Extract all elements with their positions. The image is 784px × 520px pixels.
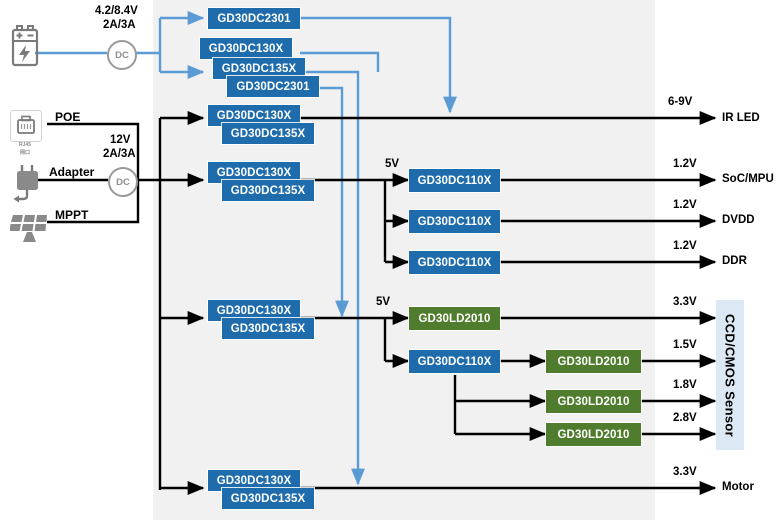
dc-symbol: DC [116,176,130,188]
output-load-soc-mpu: SoC/MPU [722,173,774,185]
converter-box-2301-s2[interactable]: GD30DC2301 [227,76,319,97]
source-label-poe: POE [55,110,81,124]
output-load-ddr: DDR [722,255,747,267]
output-voltage-sensor-28: 2.8V [673,412,697,424]
converter-box-110x-d[interactable]: GD30DC110X [409,350,500,373]
ccd-cmos-sensor-block: CCD/CMOS Sensor [716,300,744,450]
ldo-box-2010-main[interactable]: GD30LD2010 [409,307,500,330]
battery-icon [10,24,40,73]
output-voltage-ddr: 1.2V [673,240,697,252]
output-voltage-ir-led: 6-9V [668,96,693,108]
rj45-sub-top: RJ45 [19,142,31,148]
converter-box-110x-c[interactable]: GD30DC110X [409,251,500,274]
power-adapter-icon [12,163,46,208]
output-voltage-motor: 3.3V [673,466,697,478]
converter-box-135x-s3[interactable]: GD30DC135X [222,123,314,144]
rail-label-5v-bottom: 5V [376,296,391,308]
rj45-icon [10,110,42,142]
ldo-box-2010-b[interactable]: GD30LD2010 [546,390,641,413]
converter-box-135x-s6[interactable]: GD30DC135X [222,488,314,509]
input-rating-current: 2A/3A [103,148,136,160]
converter-box-135x-s5[interactable]: GD30DC135X [222,318,314,339]
converter-box-110x-a[interactable]: GD30DC110X [409,169,500,192]
output-voltage-soc-mpu: 1.2V [673,158,697,170]
ldo-box-2010-c[interactable]: GD30LD2010 [546,423,641,446]
converter-box-2301-top[interactable]: GD30DC2301 [208,8,300,29]
converter-box-130x-s2[interactable]: GD30DC130X [200,38,292,59]
output-load-motor: Motor [722,481,754,493]
source-label-adapter: Adapter [49,165,95,179]
sensor-block-label: CCD/CMOS Sensor [722,313,738,437]
output-load-dvdd: DVDD [722,214,755,226]
rail-label-5v-top: 5V [385,158,400,170]
output-voltage-sensor-15: 1.5V [673,339,697,351]
ldo-box-2010-a[interactable]: GD30LD2010 [546,350,641,373]
solar-panel-icon [9,209,50,250]
input-dc-converter: DC [108,167,138,197]
output-voltage-sensor-33: 3.3V [673,296,697,308]
converter-box-135x-s2[interactable]: GD30DC135X [213,58,305,79]
converter-box-130x-s3[interactable]: GD30DC130X [208,105,300,126]
converter-box-130x-s5[interactable]: GD30DC130X [208,300,300,321]
output-voltage-dvdd: 1.2V [673,199,697,211]
converter-box-130x-s4[interactable]: GD30DC130X [208,162,300,183]
battery-dc-converter: DC [107,40,137,70]
input-rating-voltage: 12V [110,134,131,146]
battery-rating-voltage: 4.2/8.4V [95,5,138,17]
output-voltage-sensor-18: 1.8V [673,379,697,391]
dc-symbol: DC [115,49,129,61]
converter-box-110x-b[interactable]: GD30DC110X [409,210,500,233]
source-label-mppt: MPPT [55,208,89,222]
converter-box-130x-s6[interactable]: GD30DC130X [208,470,300,491]
battery-rating-current: 2A/3A [103,19,136,31]
rj45-sub-bottom: 网口 [19,150,30,156]
output-load-ir-led: IR LED [722,112,760,124]
converter-box-135x-s4[interactable]: GD30DC135X [222,180,314,201]
